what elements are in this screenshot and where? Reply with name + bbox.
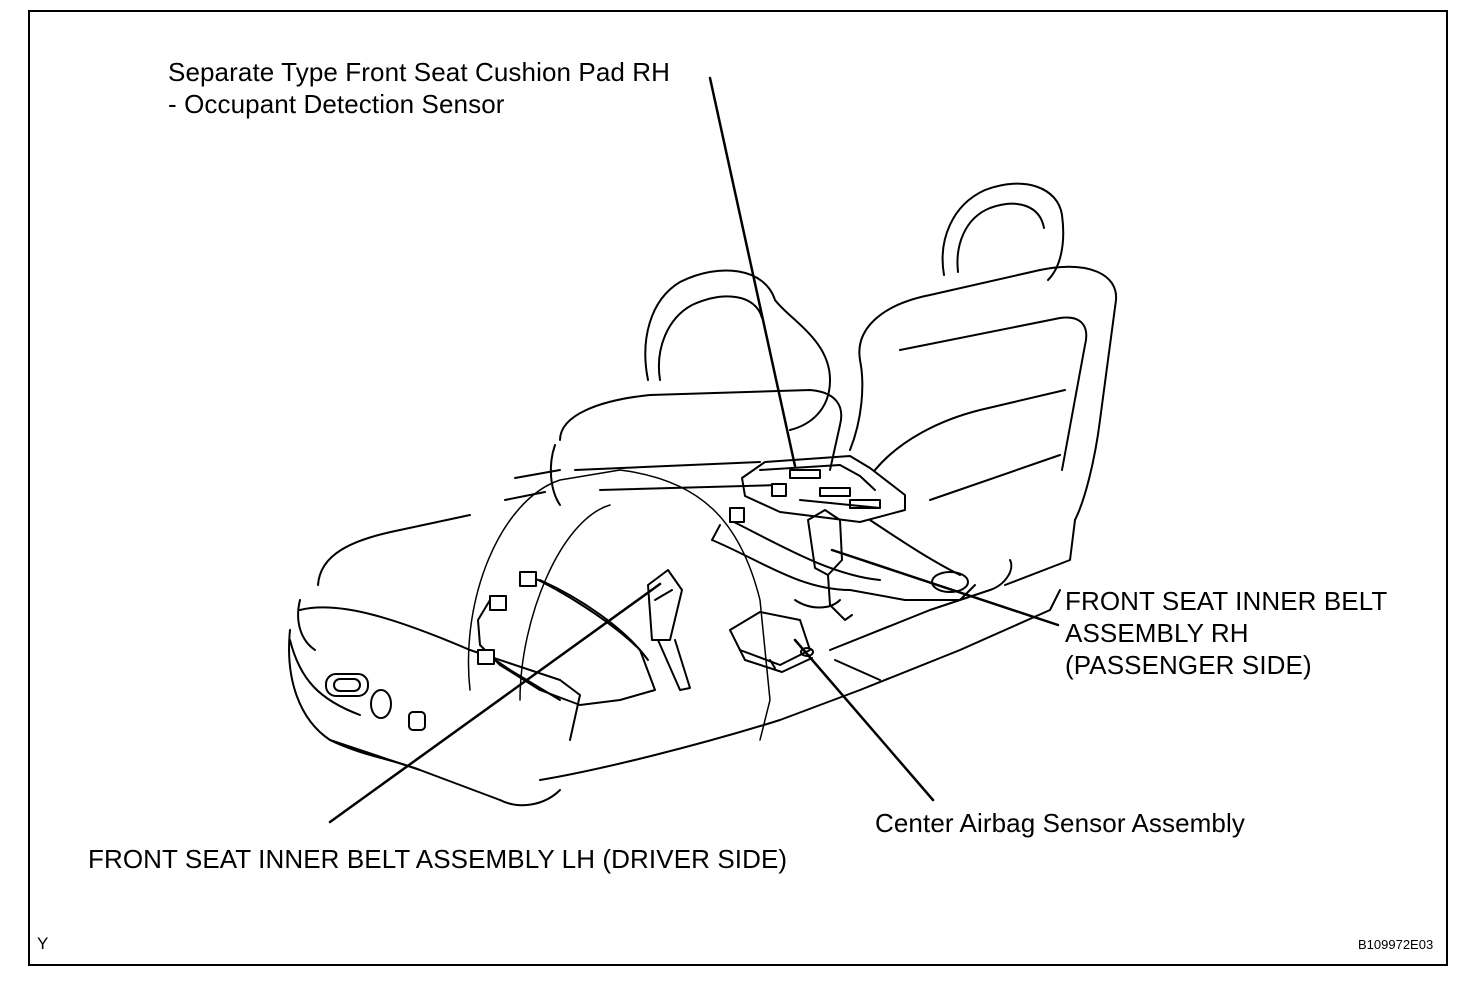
belt-rh-label-line3: (PASSENGER SIDE): [1065, 650, 1312, 680]
leader-line-belt-rh: [830, 548, 1060, 627]
airbag-sensor-label: Center Airbag Sensor Assembly: [875, 808, 1245, 838]
cushion-pad-label-line2: - Occupant Detection Sensor: [168, 89, 505, 119]
cushion-pad-label-line1: Separate Type Front Seat Cushion Pad RH: [168, 57, 671, 87]
harness-outline: [467, 469, 771, 741]
seat-switch: [325, 673, 426, 731]
passenger-cushion: [829, 559, 1061, 691]
diagram-frame: [28, 10, 1448, 966]
leader-line-airbag-sensor: [793, 638, 935, 802]
belt-rh-label-line1: FRONT SEAT INNER BELT: [1065, 586, 1388, 616]
leader-line-belt-lh: [328, 582, 662, 824]
driver-buckle: [647, 569, 691, 691]
occupant-detection-sensor-mat: [741, 455, 906, 523]
center-airbag-sensor: [729, 611, 814, 673]
driver-headrest: [644, 269, 831, 431]
belt-rh-label-line2: ASSEMBLY RH: [1065, 618, 1249, 648]
wiring-harness: [477, 507, 976, 706]
driver-seat-cushion: [288, 469, 861, 807]
figure-code: B109972E03: [1358, 937, 1434, 952]
passenger-seat-back: [849, 265, 1118, 586]
corner-mark-y: Y: [37, 934, 49, 953]
belt-lh-label: FRONT SEAT INNER BELT ASSEMBLY LH (DRIVE…: [88, 844, 788, 874]
leader-line-cushion-pad: [708, 76, 797, 468]
passenger-headrest: [941, 182, 1065, 281]
passenger-buckle: [807, 509, 853, 621]
harness-outline-2: [519, 504, 611, 701]
driver-seat-back: [549, 389, 843, 506]
